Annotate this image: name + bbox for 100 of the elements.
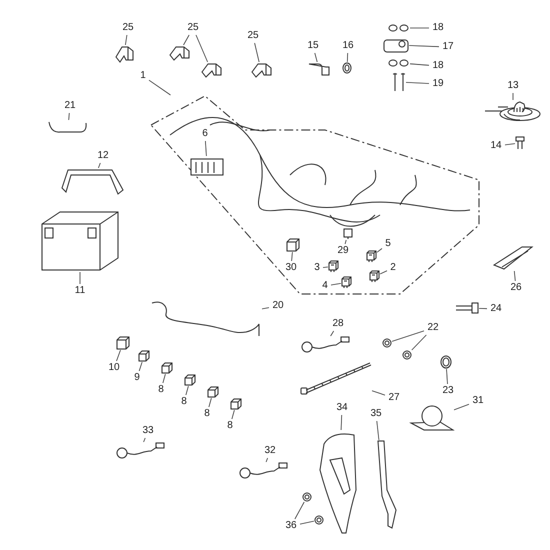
leader-line	[446, 368, 448, 384]
connector-clip-drawing	[168, 45, 190, 61]
leader-line	[380, 270, 388, 274]
leader-line	[291, 252, 293, 262]
leader-line	[294, 502, 305, 520]
leader-line	[208, 398, 212, 408]
leader-line	[322, 266, 328, 268]
leader-line	[98, 162, 101, 168]
callout-number: 30	[283, 262, 299, 274]
relay-drawing	[230, 398, 242, 410]
callout-number: 23	[440, 385, 456, 397]
relay-drawing	[207, 386, 219, 398]
grommet-drawing	[440, 355, 452, 369]
leader-line	[205, 140, 207, 156]
callout-number: 26	[508, 282, 524, 294]
callout-number: 8	[225, 420, 235, 432]
connector-clip-drawing	[200, 62, 222, 78]
callout-number: 24	[488, 303, 504, 315]
leader-line	[262, 307, 270, 310]
grommet-drawing	[382, 338, 392, 348]
cable-drawing	[150, 300, 262, 338]
callout-number: 29	[335, 245, 351, 257]
leader-line	[344, 240, 347, 244]
callout-number: 8	[179, 396, 189, 408]
connector-clip-drawing	[114, 45, 134, 63]
leader-line	[346, 52, 348, 62]
leader-line	[478, 308, 488, 310]
o-ring-drawing	[342, 62, 352, 74]
leader-line	[314, 52, 318, 62]
leader-line	[514, 270, 516, 282]
leader-line	[162, 374, 166, 384]
callout-number: 6	[200, 128, 210, 140]
callout-number: 34	[334, 402, 350, 414]
leader-line	[196, 34, 208, 62]
relay-drawing	[116, 336, 130, 350]
washer-pair-drawing	[388, 24, 410, 32]
callout-number: 10	[106, 362, 122, 374]
leader-line	[372, 390, 386, 396]
leader-line	[392, 330, 424, 342]
leader-line	[330, 330, 334, 336]
callout-number: 31	[470, 395, 486, 407]
fuse-drawing	[328, 260, 339, 273]
leader-line	[376, 420, 380, 440]
callout-number: 16	[340, 40, 356, 52]
callout-number: 25	[245, 30, 261, 42]
bolt-drawing	[515, 136, 525, 150]
leader-line	[143, 438, 146, 442]
lead-drawing	[300, 336, 350, 354]
grommet-drawing	[402, 350, 412, 360]
relay-drawing	[286, 238, 300, 252]
washer-pair-drawing	[388, 59, 410, 67]
callout-number: 25	[120, 22, 136, 34]
leader-line	[330, 283, 342, 286]
callout-number: 8	[202, 408, 212, 420]
callout-number: 9	[132, 372, 142, 384]
bracket-drawing	[48, 120, 88, 134]
grommet-drawing	[314, 515, 324, 525]
elbow-connector-drawing	[308, 62, 330, 76]
callout-number: 33	[140, 425, 156, 437]
horn-drawing	[484, 100, 542, 122]
cable-tie-drawing	[300, 362, 372, 396]
lead-drawing	[238, 462, 288, 480]
callout-number: 20	[270, 300, 286, 312]
leader-line	[254, 42, 260, 62]
leader-line	[148, 80, 171, 96]
callout-number: 22	[425, 322, 441, 334]
callout-number: 27	[386, 392, 402, 404]
leader-line	[300, 520, 314, 524]
mounting-bracket-drawing	[492, 245, 534, 271]
callout-number: 19	[430, 78, 446, 90]
leader-line	[183, 34, 190, 46]
callout-number: 36	[283, 520, 299, 532]
lead-drawing	[115, 442, 165, 460]
leader-line	[125, 34, 128, 46]
leader-line	[406, 82, 430, 84]
leader-line	[376, 248, 382, 253]
callout-number: 17	[440, 41, 456, 53]
callout-number: 18	[430, 22, 446, 34]
leader-line	[512, 92, 514, 100]
diode-drawing	[343, 228, 353, 240]
relay-drawing	[138, 350, 150, 362]
callout-number: 15	[305, 40, 321, 52]
leader-line	[454, 404, 470, 410]
leader-line	[116, 350, 121, 362]
clamp-drawing	[410, 405, 454, 431]
callout-number: 2	[388, 262, 398, 274]
callout-number: 13	[505, 80, 521, 92]
fuse-box-drawing	[190, 156, 224, 176]
leader-line	[232, 410, 235, 420]
screw-pair-drawing	[392, 72, 406, 92]
callout-number: 32	[262, 445, 278, 457]
fuse-drawing	[366, 250, 377, 263]
callout-number: 4	[320, 280, 330, 292]
leader-line	[340, 414, 342, 430]
leader-line	[504, 143, 516, 146]
callout-number: 18	[430, 60, 446, 72]
leader-line	[410, 63, 430, 66]
callout-number: 5	[383, 238, 393, 250]
callout-number: 1	[138, 70, 148, 82]
callout-number: 3	[312, 262, 322, 274]
